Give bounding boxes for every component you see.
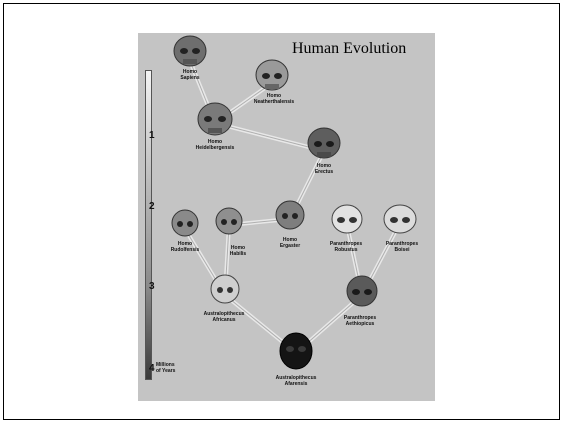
evolution-figure: Human Evolution 1 2 3 4 Millions of Year… bbox=[138, 33, 435, 401]
skull-icon-erectus bbox=[308, 128, 340, 158]
label-homo-erectus: Homo Erectus bbox=[315, 163, 333, 175]
label-australopithecus-africanus: Australopithecus Africanus bbox=[204, 311, 245, 323]
label-homo-rudolfensis: Homo Rudolfensis bbox=[171, 241, 200, 253]
label-australopithecus-afarensis: Australopithecus Afarensis bbox=[276, 375, 317, 387]
skull-icon-ergaster bbox=[276, 201, 304, 229]
label-homo-sapiens: Homo Sapiens bbox=[180, 69, 199, 81]
skull-icon-robustus bbox=[332, 205, 362, 233]
skull-icon-neanderthalensis bbox=[256, 60, 288, 90]
skull-icon-boisei bbox=[384, 205, 416, 233]
skull-icon-sapiens bbox=[174, 36, 206, 66]
skull-icon-afarensis bbox=[280, 333, 312, 369]
label-paranthropes-aethiopicus: Paranthropes Aethiopicus bbox=[344, 315, 376, 327]
skull-icon-rudolfensis bbox=[172, 210, 198, 236]
label-homo-habilis: Homo Habilis bbox=[230, 245, 246, 257]
phylogeny-tree bbox=[138, 33, 435, 401]
label-homo-neanderthalensis: Homo Neatherthalensis bbox=[254, 93, 294, 105]
slide-frame: Human Evolution 1 2 3 4 Millions of Year… bbox=[3, 3, 560, 420]
label-paranthropes-boisei: Paranthropes Boisei bbox=[386, 241, 418, 253]
label-homo-heidelbergensis: Homo Heidelbergensis bbox=[196, 139, 235, 151]
label-paranthropes-robustus: Paranthropes Robustus bbox=[330, 241, 362, 253]
label-homo-ergaster: Homo Ergaster bbox=[280, 237, 300, 249]
skull-icon-africanus bbox=[211, 275, 239, 303]
skull-icon-heidelbergensis bbox=[198, 103, 232, 135]
skull-icon-aethiopicus bbox=[347, 276, 377, 306]
skull-icon-habilis bbox=[216, 208, 242, 234]
